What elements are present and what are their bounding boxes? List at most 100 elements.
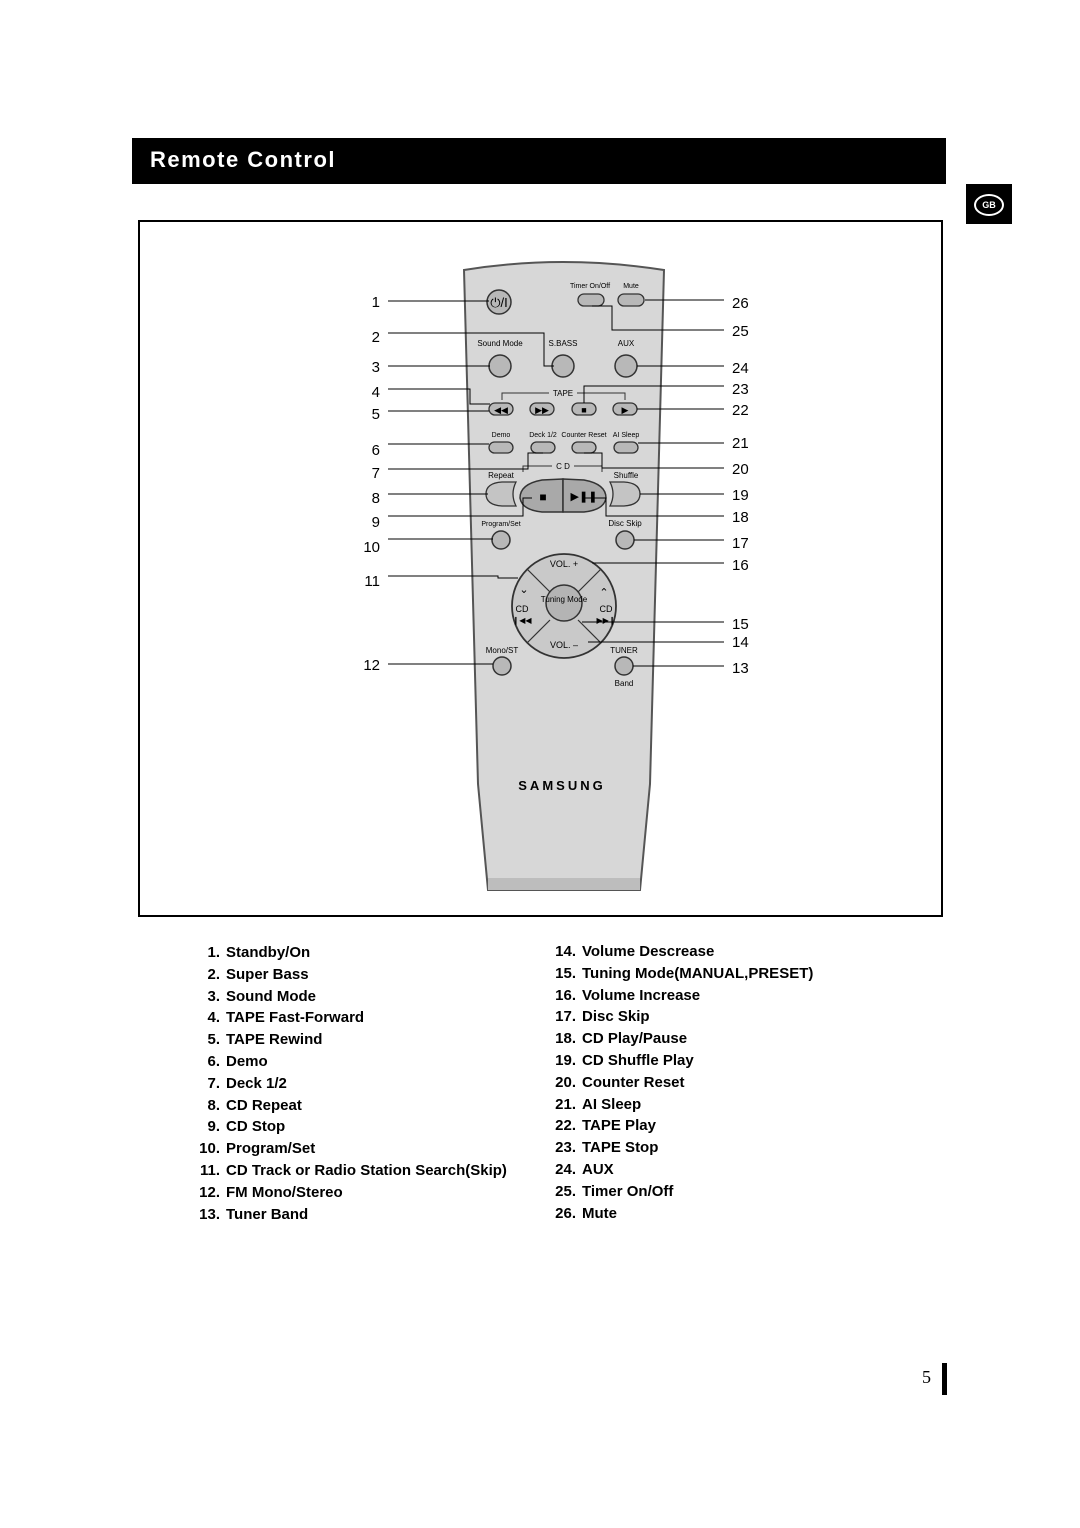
callout-12: 12 bbox=[363, 657, 380, 674]
label-band: Band bbox=[615, 679, 634, 688]
legend-item: 7.Deck 1/2 bbox=[207, 1074, 287, 1092]
aux-button[interactable] bbox=[614, 354, 638, 378]
legend-item: 13.Tuner Band bbox=[199, 1205, 309, 1223]
deck-button[interactable] bbox=[530, 441, 556, 454]
legend-item: 2.Super Bass bbox=[207, 965, 309, 983]
label-ai-sleep: AI Sleep bbox=[613, 432, 640, 439]
tuner-band-button[interactable] bbox=[614, 656, 634, 676]
tape-label-bg bbox=[549, 388, 577, 398]
callout-15: 15 bbox=[732, 616, 749, 633]
label-tuning-mode: Tuning Mode bbox=[541, 595, 588, 604]
tuning-mode-button[interactable] bbox=[545, 584, 583, 622]
tape-ff-button[interactable] bbox=[529, 402, 555, 416]
callout-24: 24 bbox=[732, 360, 749, 377]
callout-14: 14 bbox=[732, 634, 749, 651]
legend-item: 9.CD Stop bbox=[207, 1118, 286, 1136]
tape-rewind-button[interactable] bbox=[488, 402, 514, 416]
demo-button[interactable] bbox=[488, 441, 514, 454]
counter-reset-button[interactable] bbox=[571, 441, 597, 454]
remote-figure: ⏻/I Timer On/Off Mute Sound Mode S.BASS … bbox=[138, 220, 943, 917]
nav-divider-a bbox=[526, 568, 551, 593]
callout-17: 17 bbox=[732, 535, 749, 552]
label-deck: Deck 1/2 bbox=[529, 432, 557, 439]
label-shuffle: Shuffle bbox=[614, 471, 639, 480]
stop-icon: ■ bbox=[581, 405, 586, 415]
label-program-set: Program/Set bbox=[481, 521, 520, 528]
cd-label-bg bbox=[552, 461, 574, 471]
legend-item: 1.Standby/On bbox=[207, 944, 311, 961]
legend-item: 25.Timer On/Off bbox=[555, 1182, 674, 1200]
brand-logo: SAMSUNG bbox=[518, 778, 605, 793]
callout-19: 19 bbox=[732, 487, 749, 504]
legend-item: 14.Volume Descrease bbox=[555, 943, 715, 960]
page-title: Remote Control bbox=[150, 147, 336, 172]
callout-25: 25 bbox=[732, 323, 749, 340]
chevron-down-icon: ⌄ bbox=[519, 584, 528, 596]
legend-item: 16.Volume Increase bbox=[555, 986, 701, 1004]
legend-item: 15.Tuning Mode(MANUAL,PRESET) bbox=[555, 964, 814, 982]
legend-item: 20.Counter Reset bbox=[555, 1073, 685, 1091]
legend-right-column: 14.Volume Descrease 15.Tuning Mode(MANUA… bbox=[552, 941, 813, 1224]
language-badge: GB bbox=[974, 194, 1004, 216]
standby-button[interactable] bbox=[486, 289, 512, 315]
label-counter-reset: Counter Reset bbox=[561, 432, 606, 439]
legend-item: 26.Mute bbox=[555, 1204, 617, 1222]
legend-item: 8.CD Repeat bbox=[207, 1096, 302, 1114]
callout-13: 13 bbox=[732, 660, 749, 677]
legend-item: 24.AUX bbox=[555, 1160, 614, 1178]
callout-18: 18 bbox=[732, 509, 749, 526]
callout-5: 5 bbox=[372, 406, 380, 423]
skip-back-icon: ❙◀◀ bbox=[512, 616, 532, 625]
legend-item: 17.Disc Skip bbox=[555, 1008, 650, 1026]
label-vol-up: VOL. + bbox=[550, 559, 578, 569]
callout-3: 3 bbox=[372, 359, 380, 376]
callout-8: 8 bbox=[372, 490, 380, 507]
sbass-button[interactable] bbox=[551, 354, 575, 378]
legend-item: 12.FM Mono/Stereo bbox=[199, 1183, 343, 1201]
sound-mode-button[interactable] bbox=[488, 354, 512, 378]
label-sbass: S.BASS bbox=[549, 339, 578, 348]
label-sound-mode: Sound Mode bbox=[477, 339, 523, 348]
power-icon: ⏻/I bbox=[490, 295, 508, 310]
disc-skip-button[interactable] bbox=[615, 530, 635, 550]
legend-item: 19.CD Shuffle Play bbox=[555, 1051, 694, 1069]
chevron-up-icon: ⌃ bbox=[599, 587, 608, 599]
callout-9: 9 bbox=[372, 514, 380, 531]
cd-shuffle-button[interactable] bbox=[608, 481, 641, 507]
mono-st-button[interactable] bbox=[492, 656, 512, 676]
label-tape: TAPE bbox=[553, 389, 573, 398]
label-demo: Demo bbox=[492, 432, 511, 439]
label-mute: Mute bbox=[623, 283, 639, 290]
legend-item: 5.TAPE Rewind bbox=[207, 1031, 323, 1049]
legend-item: 18.CD Play/Pause bbox=[555, 1030, 688, 1048]
legend-left-column: 1.Standby/On 2.Super Bass 3.Sound Mode 4… bbox=[196, 942, 507, 1225]
legend-item: 21.AI Sleep bbox=[555, 1095, 642, 1113]
callout-20: 20 bbox=[732, 461, 749, 478]
ai-sleep-button[interactable] bbox=[613, 441, 639, 454]
cd-stop-button[interactable] bbox=[519, 478, 564, 513]
legend-item: 6.Demo bbox=[207, 1052, 268, 1070]
timer-button[interactable] bbox=[577, 293, 605, 307]
program-set-button[interactable] bbox=[491, 530, 511, 550]
mute-button[interactable] bbox=[617, 293, 645, 307]
label-mono-st: Mono/ST bbox=[486, 646, 519, 655]
legend-item: 10.Program/Set bbox=[199, 1140, 316, 1158]
label-disc-skip: Disc Skip bbox=[608, 519, 642, 528]
callout-21: 21 bbox=[732, 435, 749, 452]
remote-diagram: ⏻/I Timer On/Off Mute Sound Mode S.BASS … bbox=[363, 261, 749, 891]
label-timer: Timer On/Off bbox=[570, 283, 610, 290]
nav-divider-d bbox=[577, 619, 602, 644]
play-icon: ▶ bbox=[622, 405, 629, 415]
callout-6: 6 bbox=[372, 442, 380, 459]
callout-lines-left bbox=[388, 300, 554, 665]
page-number-bar bbox=[942, 1363, 947, 1395]
cd-repeat-button[interactable] bbox=[485, 481, 518, 507]
skip-forward-icon: ▶▶❙ bbox=[596, 616, 615, 625]
callout-4: 4 bbox=[372, 384, 380, 401]
label-tuner: TUNER bbox=[610, 646, 638, 655]
fast-forward-icon: ▶▶ bbox=[535, 405, 549, 415]
callout-10: 10 bbox=[363, 539, 380, 556]
legend-item: 3.Sound Mode bbox=[207, 987, 316, 1005]
legend-item: 4.TAPE Fast-Forward bbox=[207, 1009, 365, 1027]
nav-divider-c bbox=[526, 619, 551, 644]
